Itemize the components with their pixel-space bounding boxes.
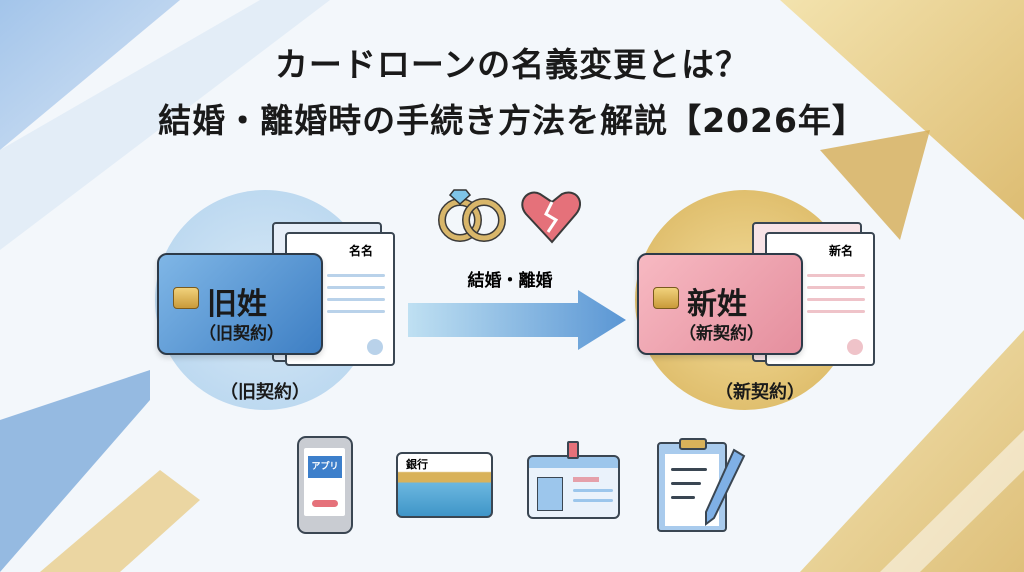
- chip-icon: [653, 287, 679, 309]
- pen-icon: [705, 448, 746, 526]
- chip-icon: [173, 287, 199, 309]
- bank-card-icon: 銀行: [396, 452, 493, 518]
- after-doc-label: 新名: [828, 244, 853, 258]
- bank-label: 銀行: [406, 458, 428, 471]
- id-card-icon: [527, 441, 620, 519]
- new-surname: 新姓: [687, 287, 747, 322]
- event-label: 結婚・離婚: [467, 271, 553, 291]
- app-label: アプリ: [308, 456, 342, 478]
- old-contract-card: 旧姓 （旧契約）: [157, 253, 323, 355]
- transition-arrow: [408, 290, 626, 350]
- old-card-sub: （旧契約）: [199, 324, 284, 344]
- old-caption: （旧契約）: [220, 382, 310, 403]
- title-line-2: 結婚・離婚時の手続き方法を解説【2026年】: [158, 101, 866, 140]
- new-caption: （新契約）: [715, 382, 805, 403]
- title-line-1: カードローンの名義変更とは？: [274, 45, 750, 84]
- event-icons: [438, 189, 581, 244]
- old-surname: 旧姓: [207, 287, 267, 322]
- wedding-rings-icon: [438, 189, 506, 242]
- new-contract-card: 新姓 （新契約）: [637, 253, 803, 355]
- smartphone-app-icon: アプリ: [297, 436, 353, 534]
- new-card-sub: （新契約）: [679, 324, 764, 344]
- before-doc-label: 名名: [348, 244, 373, 258]
